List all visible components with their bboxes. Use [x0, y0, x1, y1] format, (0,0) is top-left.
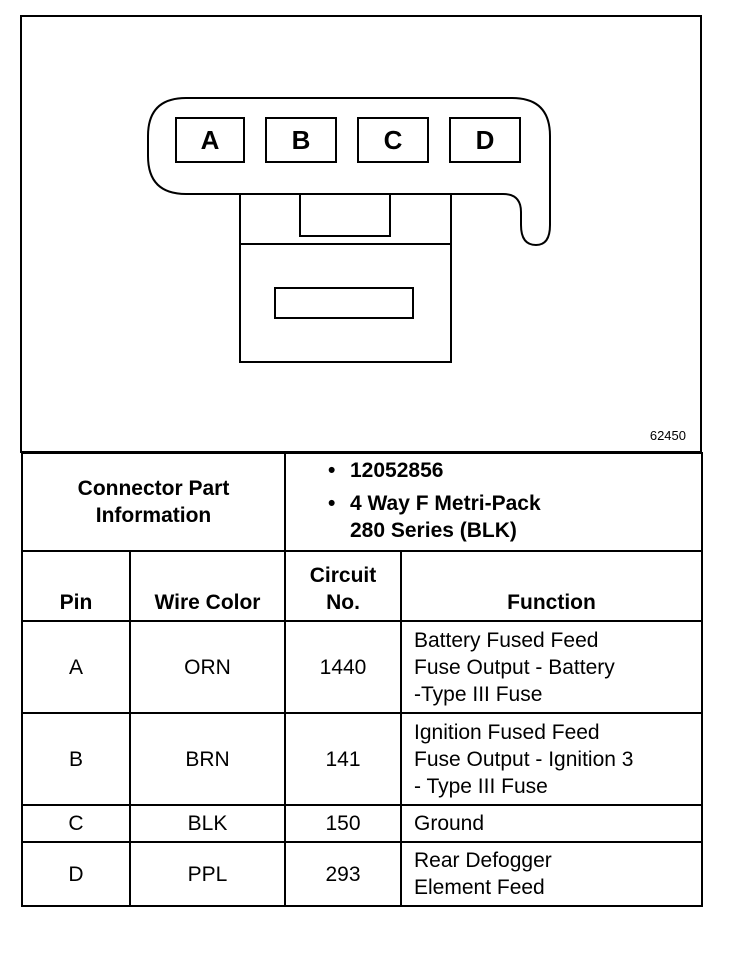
- pin-cavity-d: [449, 117, 521, 163]
- connector-diagram: A B C D 62450: [20, 15, 702, 453]
- table-row: A ORN 1440 Battery Fused Feed Fuse Outpu…: [21, 620, 703, 714]
- circuit-cell: 293: [284, 841, 402, 907]
- function-line: Fuse Output - Battery: [414, 655, 615, 679]
- figure-number: 62450: [650, 428, 686, 443]
- header-circuit-no: Circuit No.: [284, 550, 402, 622]
- pin-cell: A: [21, 620, 131, 714]
- connector-type-line-2: 280 Series (BLK): [350, 518, 517, 542]
- function-cell: Battery Fused Feed Fuse Output - Battery…: [400, 620, 703, 714]
- function-cell: Rear Defogger Element Feed: [400, 841, 703, 907]
- function-line: Ground: [414, 812, 485, 835]
- header-wire-color: Wire Color: [129, 550, 286, 622]
- table-row: D PPL 293 Rear Defogger Element Feed: [21, 841, 703, 907]
- connector-type-item: 4 Way F Metri-Pack 280 Series (BLK): [326, 490, 700, 544]
- table-row: B BRN 141 Ignition Fused Feed Fuse Outpu…: [21, 712, 703, 806]
- header-row: Pin Wire Color Circuit No. Function: [21, 550, 703, 622]
- wire-color-cell: ORN: [129, 620, 286, 714]
- part-info-label-line-1: Connector Part: [77, 477, 230, 500]
- header-circuit-line-1: Circuit: [309, 564, 377, 587]
- lock-tab: [299, 193, 391, 237]
- function-cell: Ground: [400, 804, 703, 843]
- header-pin: Pin: [21, 550, 131, 622]
- circuit-cell: 150: [284, 804, 402, 843]
- part-number: 12052856: [350, 458, 444, 482]
- table-row: C BLK 150 Ground: [21, 804, 703, 843]
- header-circuit-line-2: No.: [326, 591, 360, 614]
- pin-label-b: B: [292, 125, 311, 155]
- wire-color-cell: BRN: [129, 712, 286, 806]
- pin-label-a: A: [201, 125, 220, 155]
- diagram-frame: [20, 15, 702, 453]
- part-info-label: Connector Part Information: [21, 452, 286, 552]
- pin-cell: C: [21, 804, 131, 843]
- part-info-label-line-2: Information: [95, 504, 212, 527]
- circuit-cell: 1440: [284, 620, 402, 714]
- part-number-item: 12052856: [326, 457, 700, 484]
- part-info-list: 12052856 4 Way F Metri-Pack 280 Series (…: [326, 457, 700, 544]
- pin-cavity-c: [357, 117, 429, 163]
- connector-info-table: Connector Part Information 12052856 4 Wa…: [21, 452, 703, 907]
- function-cell: Ignition Fused Feed Fuse Output - Igniti…: [400, 712, 703, 806]
- function-line: Element Feed: [414, 876, 545, 899]
- circuit-cell: 141: [284, 712, 402, 806]
- pin-cavity-b: [265, 117, 337, 163]
- wire-color-cell: PPL: [129, 841, 286, 907]
- connector-type-line-1: 4 Way F Metri-Pack: [350, 491, 541, 515]
- function-line: Fuse Output - Ignition 3: [414, 747, 634, 771]
- pin-cell: D: [21, 841, 131, 907]
- pin-cell: B: [21, 712, 131, 806]
- function-line: -Type III Fuse: [414, 682, 543, 706]
- pin-label-d: D: [476, 125, 495, 155]
- part-info-values: 12052856 4 Way F Metri-Pack 280 Series (…: [284, 452, 703, 552]
- terminal-slot: [274, 287, 414, 319]
- connector-body: [239, 193, 452, 363]
- part-info-row: Connector Part Information 12052856 4 Wa…: [21, 452, 703, 552]
- header-function: Function: [400, 550, 703, 622]
- pin-cavity-a: [175, 117, 245, 163]
- connector-housing: [147, 97, 551, 247]
- pin-label-c: C: [384, 125, 403, 155]
- function-line: - Type III Fuse: [414, 774, 548, 798]
- function-line: Battery Fused Feed: [414, 628, 599, 652]
- wire-color-cell: BLK: [129, 804, 286, 843]
- function-line: Rear Defogger: [414, 849, 552, 872]
- function-line: Ignition Fused Feed: [414, 720, 600, 744]
